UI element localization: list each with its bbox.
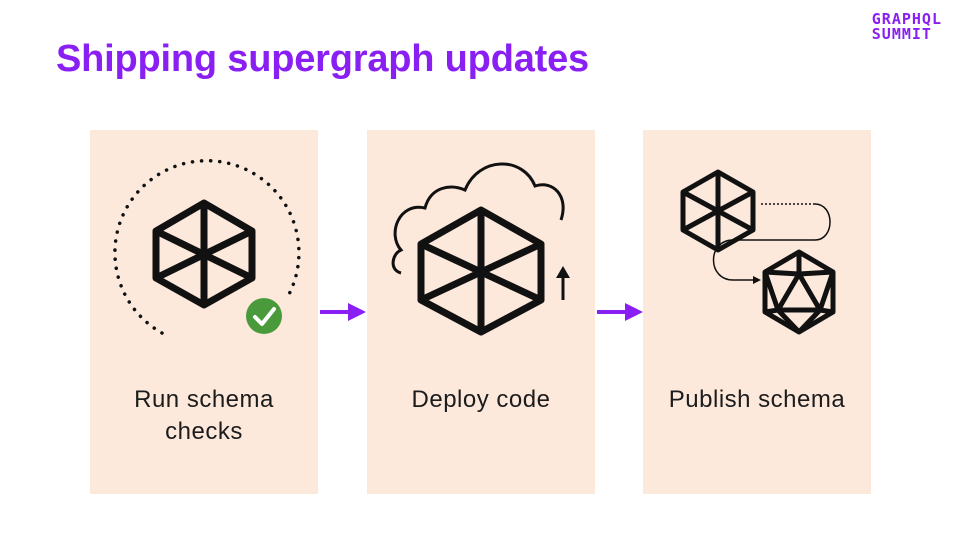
logo-line-1: GRAPHQL bbox=[871, 10, 942, 28]
step-card-publish-schema: Publish schema bbox=[643, 130, 871, 494]
step-card-deploy-code: Deploy code bbox=[367, 130, 595, 494]
step-card-run-schema-checks: Run schema checks bbox=[90, 130, 318, 494]
hexagon-with-dotted-progress-ring-and-check-icon bbox=[113, 158, 301, 335]
hexagon-to-icosahedron-icon bbox=[680, 169, 836, 335]
right-arrow-icon bbox=[597, 303, 643, 321]
hexagon-in-cloud-with-up-arrow-icon bbox=[391, 162, 570, 336]
right-arrow-icon bbox=[320, 303, 366, 321]
graphql-summit-logo: GRAPHQL SUMMIT bbox=[872, 12, 942, 42]
step-label: Publish schema bbox=[668, 386, 846, 413]
step-label: Deploy code bbox=[411, 386, 551, 413]
step-label-line-2: checks bbox=[165, 418, 243, 445]
slide-title: Shipping supergraph updates bbox=[56, 38, 589, 80]
logo-line-2: SUMMIT bbox=[871, 25, 932, 43]
step-label-line-1: Run schema bbox=[134, 386, 274, 413]
